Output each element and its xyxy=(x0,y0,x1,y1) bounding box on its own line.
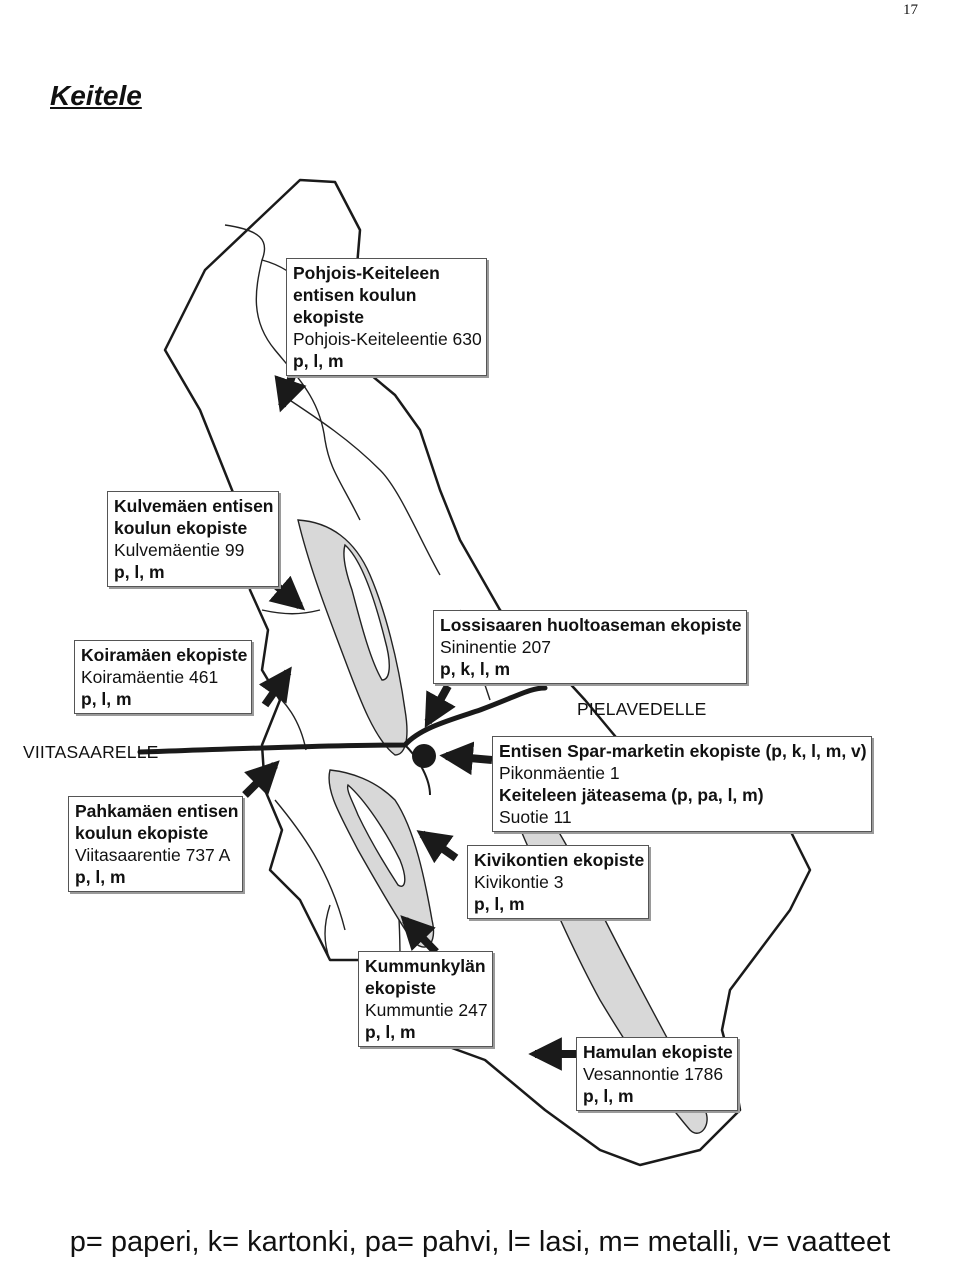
station-codes: p, l, m xyxy=(583,1086,634,1106)
direction-label-east: PIELAVEDELLE xyxy=(577,699,707,719)
station-address: Vesannontie 1786 xyxy=(583,1064,724,1084)
station-pohjois-keitele[interactable]: Pohjois-Keiteleen entisen koulun ekopist… xyxy=(286,258,487,376)
station-codes: p, l, m xyxy=(365,1022,416,1042)
station-address-secondary: Suotie 11 xyxy=(499,807,572,827)
station-kummunkyla[interactable]: Kummunkylän ekopiste Kummuntie 247 p, l,… xyxy=(358,951,493,1047)
station-name: Kummunkylän ekopiste xyxy=(365,956,486,998)
station-name-secondary: Keiteleen jäteasema (p, pa, l, m) xyxy=(499,785,764,805)
station-address: Sininentie 207 xyxy=(440,637,551,657)
page-number: 17 xyxy=(903,2,918,18)
station-codes: p, k, l, m xyxy=(440,659,511,679)
station-lossisaari[interactable]: Lossisaaren huoltoaseman ekopiste Sinine… xyxy=(433,610,747,684)
station-codes: p, l, m xyxy=(474,894,525,914)
station-address: Pohjois-Keiteleentie 630 xyxy=(293,329,482,349)
station-name: Kivikontien ekopiste xyxy=(474,850,645,870)
station-kulvemaki[interactable]: Kulvemäen entisen koulun ekopiste Kulvem… xyxy=(107,491,279,587)
side-road xyxy=(404,744,431,796)
material-legend: p= paperi, k= kartonki, pa= pahvi, l= la… xyxy=(69,1226,891,1258)
station-hamula[interactable]: Hamulan ekopiste Vesannontie 1786 p, l, … xyxy=(576,1037,738,1111)
station-codes: p, l, m xyxy=(114,562,165,582)
station-name: Kulvemäen entisen koulun ekopiste xyxy=(114,496,274,538)
station-name: Hamulan ekopiste xyxy=(583,1042,733,1062)
station-name: Koiramäen ekopiste xyxy=(81,645,248,665)
station-address: Kummuntie 247 xyxy=(365,1000,488,1020)
station-address: Pikonmäentie 1 xyxy=(499,763,620,783)
station-name: Lossisaaren huoltoaseman ekopiste xyxy=(440,615,742,635)
station-address: Kulvemäentie 99 xyxy=(114,540,245,560)
station-name: Pahkamäen entisen koulun ekopiste xyxy=(75,801,239,843)
direction-label-west: VIITASAARELLE xyxy=(23,742,159,762)
station-name: Pohjois-Keiteleen entisen koulun ekopist… xyxy=(293,263,440,327)
station-address: Viitasaarentie 737 A xyxy=(75,845,231,865)
station-spar-and-jateasema[interactable]: Entisen Spar-marketin ekopiste (p, k, l,… xyxy=(492,736,872,832)
station-pahkamaki[interactable]: Pahkamäen entisen koulun ekopiste Viitas… xyxy=(68,796,244,892)
keitele-centre-marker xyxy=(412,744,436,768)
station-codes: p, l, m xyxy=(75,867,126,887)
page-title: Keitele xyxy=(50,80,142,111)
station-codes: p, l, m xyxy=(293,351,344,371)
station-codes: p, l, m xyxy=(81,689,132,709)
station-koiramaki[interactable]: Koiramäen ekopiste Koiramäentie 461 p, l… xyxy=(74,640,253,714)
station-kivikontie[interactable]: Kivikontien ekopiste Kivikontie 3 p, l, … xyxy=(467,845,650,919)
station-address: Kivikontie 3 xyxy=(474,872,564,892)
station-address: Koiramäentie 461 xyxy=(81,667,219,687)
station-name: Entisen Spar-marketin ekopiste (p, k, l,… xyxy=(499,741,867,761)
main-road xyxy=(137,685,548,755)
